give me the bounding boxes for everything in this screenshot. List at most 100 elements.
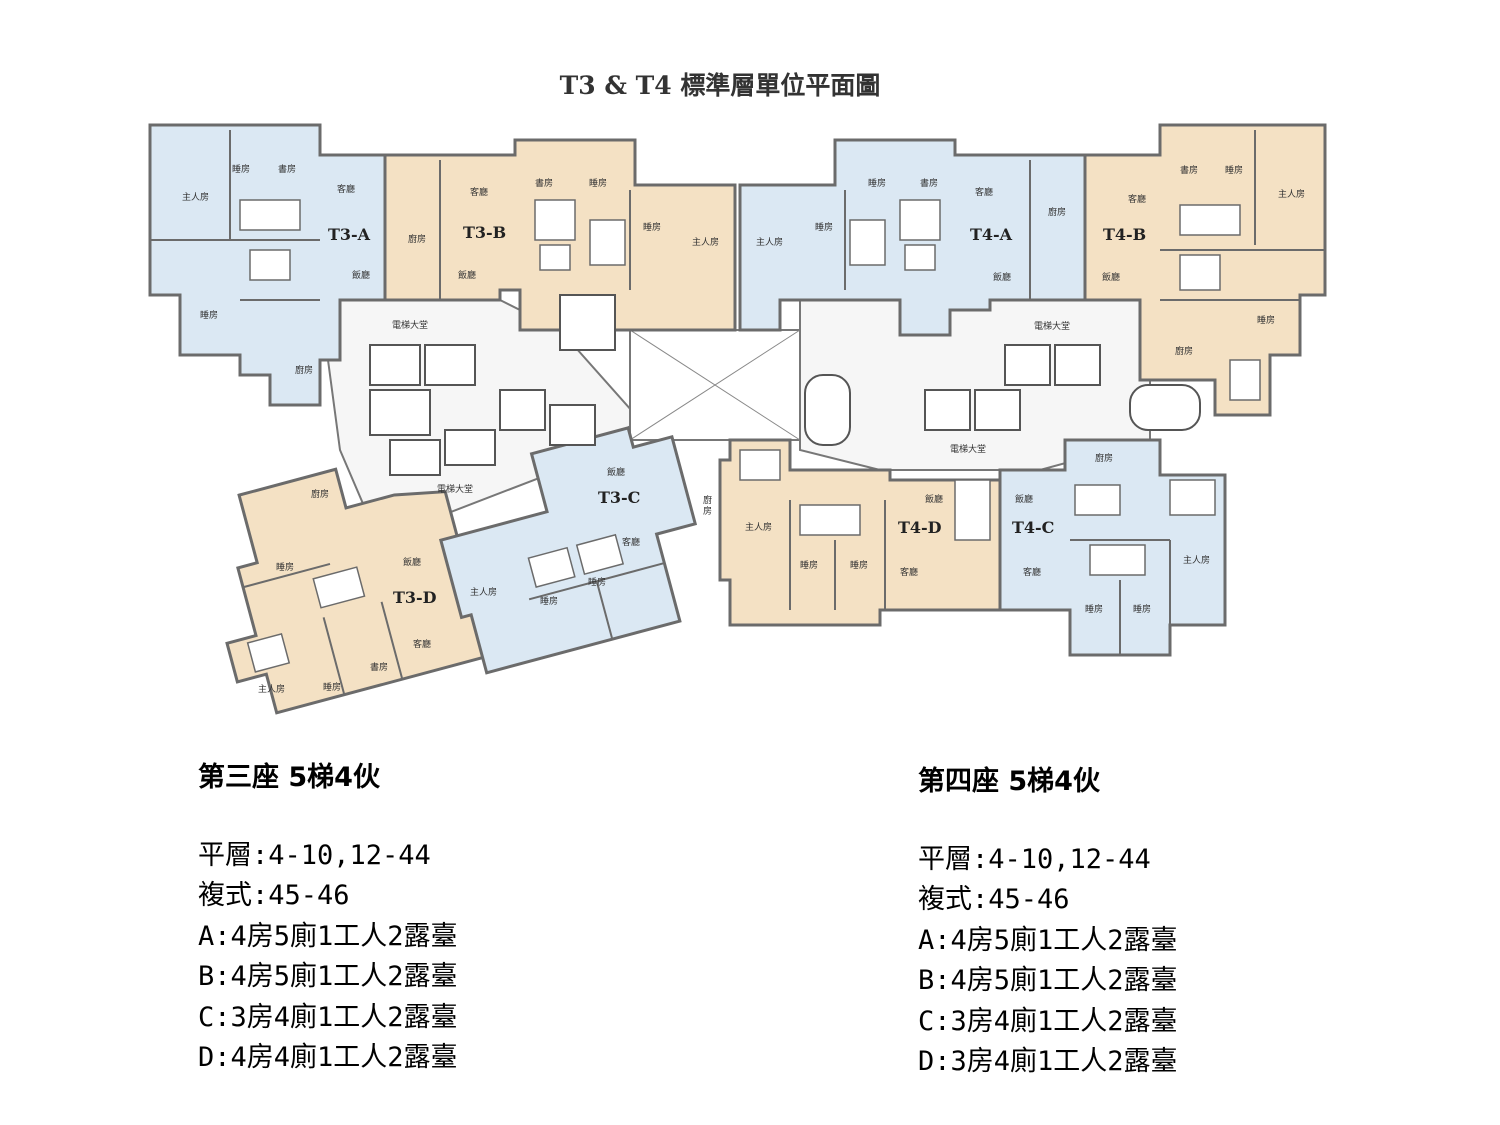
room-label: 睡房 <box>1225 164 1243 176</box>
unit-t3-d-group <box>225 467 492 715</box>
room-label: 睡房 <box>540 595 558 607</box>
room-label: 客廳 <box>1128 193 1146 205</box>
room-label: 睡房 <box>588 576 606 588</box>
room-label: 睡房 <box>815 221 833 233</box>
room-label: 書房 <box>278 163 296 175</box>
wall <box>595 580 614 640</box>
room-label: 睡房 <box>323 681 341 693</box>
bathroom <box>312 566 366 609</box>
tower4-line-unit-a: A:4房5廁1工人2露臺 <box>918 924 1178 956</box>
bathroom <box>534 199 576 241</box>
room-label: 客廳 <box>900 566 918 578</box>
bathroom <box>239 199 301 231</box>
bathroom <box>249 249 291 281</box>
room-label: 睡房 <box>232 163 250 175</box>
bathroom <box>1229 359 1261 401</box>
room-label: 飯廳 <box>925 493 943 505</box>
room-label: 廚房 <box>311 488 329 500</box>
lift-shaft <box>444 429 496 466</box>
bathroom <box>954 479 991 541</box>
tower3-line-flat-floors: 平層:4-10,12-44 <box>198 839 431 871</box>
bridge-cross-2 <box>629 329 801 441</box>
unit-t3-c-group <box>438 426 698 675</box>
stairwell <box>559 294 616 351</box>
lift-shaft <box>1054 344 1101 386</box>
lift-shaft <box>499 389 546 431</box>
tower3-line-unit-a: A:4房5廁1工人2露臺 <box>198 920 458 952</box>
room-label: 睡房 <box>1257 314 1275 326</box>
unit-label-t4-b: T4-B <box>1103 225 1146 244</box>
stairwell <box>804 374 851 446</box>
lift-shaft <box>974 389 1021 431</box>
room-label: 飯廳 <box>1102 271 1120 283</box>
unit-label-t3-d: T3-D <box>393 588 437 607</box>
room-label: 飯廳 <box>607 466 625 478</box>
room-label: 主人房 <box>756 236 783 248</box>
room-label: 書房 <box>1180 164 1198 176</box>
bathroom <box>739 449 781 481</box>
tower3-line-duplex-floors: 複式:45-46 <box>198 880 350 911</box>
room-label: 睡房 <box>800 559 818 571</box>
lift-shaft <box>549 404 596 446</box>
stairwell <box>369 389 431 436</box>
unit-label-t4-a: T4-A <box>970 225 1013 244</box>
tower3-line-unit-c: C:3房4廁1工人2露臺 <box>198 1001 458 1033</box>
room-label: 客廳 <box>622 536 640 548</box>
room-label: 主人房 <box>1183 554 1210 566</box>
lift-shaft <box>369 344 421 386</box>
room-label: 睡房 <box>200 309 218 321</box>
unit-label-t3-c: T3-C <box>598 488 640 507</box>
bathroom <box>246 632 291 673</box>
room-label: 客廳 <box>1023 566 1041 578</box>
room-label: 主人房 <box>692 236 719 248</box>
room-label: 飯廳 <box>993 271 1011 283</box>
stairwell <box>1129 384 1201 431</box>
room-label: 睡房 <box>589 177 607 189</box>
room-label: 廚房 <box>295 364 313 376</box>
tower4-line-unit-d: D:3房4廁1工人2露臺 <box>918 1046 1178 1077</box>
room-label: 主人房 <box>182 191 209 203</box>
room-label: 書房 <box>535 177 553 189</box>
bathroom <box>1169 479 1216 516</box>
bathroom <box>1179 254 1221 291</box>
room-label: 客廳 <box>975 186 993 198</box>
tower4-heading: 第四座 5梯4伙 <box>918 766 1100 797</box>
room-label: 廚房 <box>408 233 426 245</box>
room-label: 飯廳 <box>352 269 370 281</box>
page-title: T3 & T4 標準層單位平面圖 <box>559 71 881 100</box>
room-label: 飯廳 <box>458 269 476 281</box>
unit-label-t3-a: T3-A <box>328 225 371 244</box>
tower3-line-unit-d: D:4房4廁1工人2露臺 <box>198 1042 458 1073</box>
bathroom <box>527 546 576 589</box>
bathroom <box>849 219 886 266</box>
wall <box>380 601 404 680</box>
unit-label-t4-c: T4-C <box>1012 518 1054 537</box>
room-label: 客廳 <box>413 638 431 650</box>
room-label: 主人房 <box>258 683 285 695</box>
unit-label-t4-d: T4-D <box>898 518 942 537</box>
tower4-info: 第四座 5梯4伙 平層:4-10,12-44 複式:45-46 A:4房5廁1工… <box>918 762 1178 1083</box>
room-label: 書房 <box>920 177 938 189</box>
room-label: 飯廳 <box>1015 493 1033 505</box>
room-label: 睡房 <box>850 559 868 571</box>
unit-label-t3-b: T3-B <box>463 223 506 242</box>
room-label: 主人房 <box>745 521 772 533</box>
bathroom <box>799 504 861 536</box>
room-label: 睡房 <box>1133 603 1151 615</box>
bathroom <box>904 244 936 271</box>
lift-lobby-label: 電梯大堂 <box>1034 320 1070 332</box>
room-label: 睡房 <box>868 177 886 189</box>
bathroom <box>589 219 626 266</box>
wall <box>242 562 331 589</box>
tower4-line-duplex-floors: 複式:45-46 <box>918 884 1070 915</box>
room-label: 主人房 <box>470 586 497 598</box>
wall <box>322 617 346 695</box>
tower4-line-unit-b: B:4房5廁1工人2露臺 <box>918 965 1178 996</box>
room-label: 主人房 <box>1278 188 1305 200</box>
bathroom <box>1179 204 1241 236</box>
lift-shaft <box>924 389 971 431</box>
lift-lobby-label: 電梯大堂 <box>950 443 986 455</box>
tower3-info: 第三座 5梯4伙 平層:4-10,12-44 複式:45-46 A:4房5廁1工… <box>198 758 458 1079</box>
floor-plan: 主人房 睡房 書房 客廳 飯廳 睡房 廚房 T3-A 廚房 客廳 書房 睡房 睡… <box>148 123 1327 715</box>
